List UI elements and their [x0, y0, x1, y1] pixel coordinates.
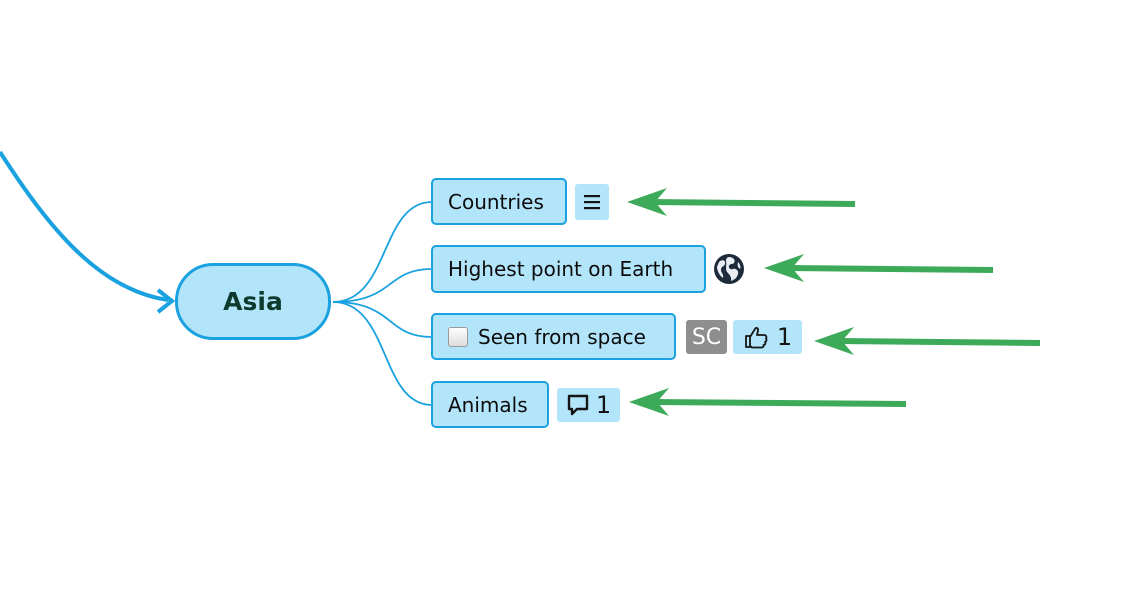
topic-animals[interactable]: Animals — [431, 381, 549, 428]
globe-icon[interactable] — [712, 252, 746, 286]
topic-seen-from-space[interactable]: Seen from space — [431, 313, 676, 360]
comments-count: 1 — [595, 391, 612, 419]
initials-badge[interactable]: SC — [686, 320, 727, 354]
comment-icon — [566, 393, 590, 417]
annotation-arrow-seen — [814, 327, 1041, 355]
topic-highest-point-label: Highest point on Earth — [448, 257, 674, 281]
annotation-arrow-highest — [764, 254, 994, 282]
thumbs-up-icon — [743, 325, 769, 349]
comments-badge[interactable]: 1 — [557, 388, 620, 422]
root-topic-label: Asia — [223, 287, 283, 316]
likes-badge[interactable]: 1 — [733, 320, 802, 354]
parent-connector — [0, 150, 169, 302]
annotation-arrow-countries — [627, 188, 856, 216]
topic-countries[interactable]: Countries — [431, 178, 567, 225]
list-icon[interactable] — [575, 184, 609, 220]
branch-animals — [332, 301, 433, 406]
branch-highest — [332, 268, 433, 303]
topic-highest-point[interactable]: Highest point on Earth — [431, 245, 706, 293]
annotation-arrow-animals — [629, 388, 907, 416]
topic-countries-label: Countries — [448, 189, 544, 214]
likes-count: 1 — [776, 323, 793, 351]
topic-seen-from-space-label: Seen from space — [478, 324, 646, 349]
initials-badge-text: SC — [691, 324, 722, 350]
checkbox-icon[interactable] — [448, 326, 468, 347]
parent-connector-arrowhead — [156, 288, 176, 314]
topic-animals-label: Animals — [448, 392, 528, 417]
branch-countries — [332, 201, 433, 303]
root-topic[interactable]: Asia — [175, 263, 331, 340]
branch-seen — [332, 301, 433, 338]
